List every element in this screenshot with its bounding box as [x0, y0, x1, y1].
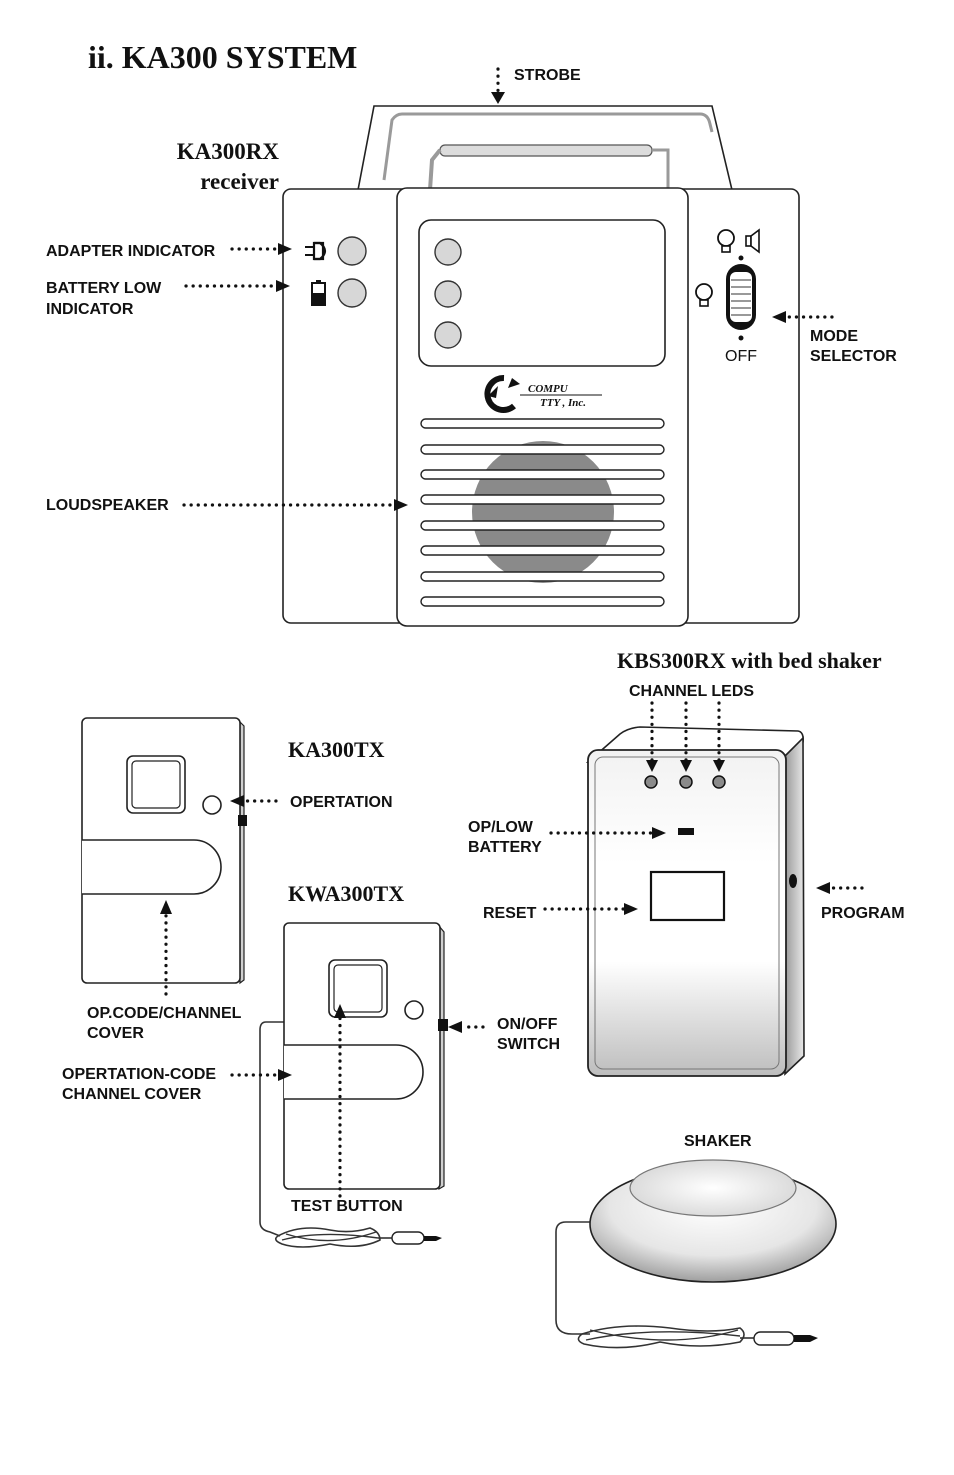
battery-low-indicator	[337, 278, 367, 308]
op-code-cover-label-1: OP.CODE/CHANNEL	[87, 1005, 242, 1022]
strobe-tube	[439, 144, 653, 157]
logo-line-1: COMPU	[528, 383, 569, 395]
test-button[interactable]	[328, 959, 388, 1018]
op-low-battery-label-1: OP/LOW	[468, 819, 534, 836]
shaker-cord	[555, 1221, 596, 1335]
reset-label: RESET	[483, 905, 537, 922]
off-label: OFF	[725, 348, 757, 365]
logo-line-2: TTY , Inc.	[540, 397, 586, 409]
shaker-top	[629, 1159, 797, 1217]
plug-icon	[305, 241, 327, 261]
loudspeaker-grille	[420, 418, 665, 607]
channel-leds-label: CHANNEL LEDS	[629, 683, 754, 700]
ka300tx-title: KA300TX	[288, 737, 385, 762]
channel-window	[418, 219, 666, 367]
strobe-label: STROBE	[514, 67, 581, 84]
ka300rx-receiver: COMPU TTY , Inc.	[282, 105, 800, 627]
mode-selector-switch[interactable]	[726, 255, 756, 341]
mode-selector-label-2: SELECTOR	[810, 348, 897, 365]
channel-led-3	[712, 775, 726, 789]
on-off-switch-label-1: ON/OFF	[497, 1016, 558, 1033]
ka300tx-channel-cover	[82, 839, 222, 895]
loudspeaker-label: LOUDSPEAKER	[46, 497, 169, 514]
program-label: PROGRAM	[821, 905, 905, 922]
ka300tx-button[interactable]	[126, 755, 186, 814]
kwa300tx-channel-cover	[284, 1044, 424, 1100]
op-code-cover-label-2: COVER	[87, 1025, 144, 1042]
ka300tx-unit	[81, 717, 247, 985]
speaker-cone	[472, 441, 614, 583]
bulb-icon	[717, 229, 735, 253]
kwa300tx-title: KWA300TX	[288, 881, 404, 906]
channel-led-1	[644, 775, 658, 789]
bulb-icon	[695, 283, 713, 307]
op-low-battery-label-2: BATTERY	[468, 839, 542, 856]
kbs300rx-unit	[585, 726, 805, 1077]
battery-low-label-1: BATTERY LOW	[46, 280, 162, 297]
kwa300tx-unit	[259, 922, 448, 1248]
battery-low-label-2: INDICATOR	[46, 301, 134, 318]
speaker-icon	[745, 228, 760, 254]
ka300tx-side-switch[interactable]	[238, 815, 247, 826]
adapter-indicator	[337, 236, 367, 266]
receiver-subtitle: receiver	[200, 169, 279, 194]
op-low-battery-led	[678, 828, 694, 835]
kwa300tx-plug	[391, 1231, 425, 1245]
bed-shaker	[555, 1159, 837, 1349]
kbs300rx-title: KBS300RX with bed shaker	[617, 648, 882, 673]
battery-icon	[311, 280, 326, 306]
channel-light-3	[434, 321, 462, 349]
page-title: ii. KA300 SYSTEM	[88, 39, 357, 75]
kwa300tx-operation-led	[404, 1000, 424, 1020]
channel-light-1	[434, 238, 462, 266]
reset-button[interactable]	[649, 870, 726, 922]
operation-code-cover-label-2: CHANNEL COVER	[62, 1086, 202, 1103]
kbs300rx-side	[784, 736, 805, 1076]
receiver-model: KA300RX	[177, 139, 280, 164]
channel-light-2	[434, 280, 462, 308]
compu-tty-logo: COMPU TTY , Inc.	[484, 374, 602, 413]
opertation-label: OPERTATION	[290, 794, 393, 811]
program-button[interactable]	[789, 874, 797, 888]
operation-code-cover-label-1: OPERTATION-CODE	[62, 1066, 216, 1083]
channel-led-2	[679, 775, 693, 789]
on-off-switch[interactable]	[438, 1019, 448, 1031]
shaker-label: SHAKER	[684, 1133, 752, 1150]
kwa300tx-cord	[259, 1021, 285, 1237]
on-off-switch-label-2: SWITCH	[497, 1036, 560, 1053]
test-button-label: TEST BUTTON	[291, 1198, 403, 1215]
strobe-lens-outline	[382, 112, 714, 181]
shaker-plug	[753, 1331, 795, 1346]
ka300tx-operation-led	[202, 795, 222, 815]
adapter-indicator-label: ADAPTER INDICATOR	[46, 243, 216, 260]
mode-selector-label-1: MODE	[810, 328, 858, 345]
